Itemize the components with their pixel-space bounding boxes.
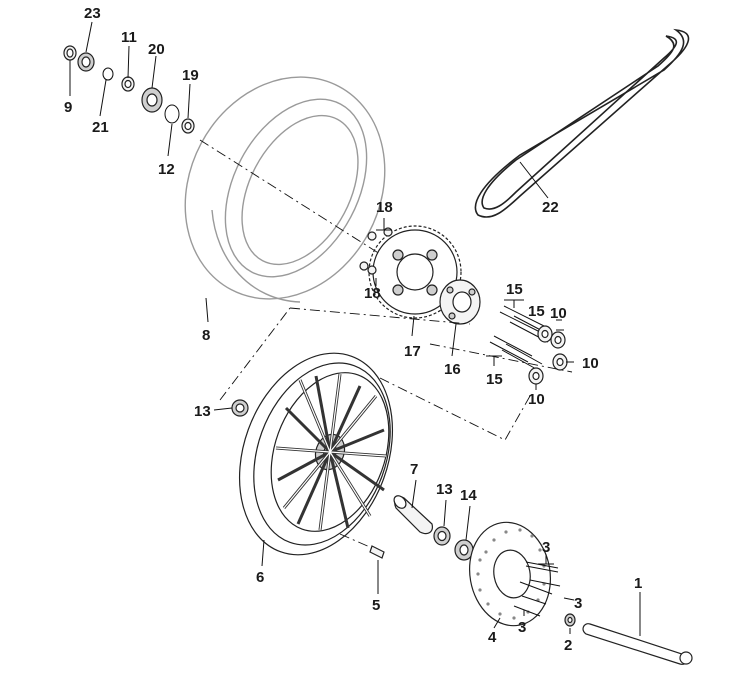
callout-9: 9 — [64, 99, 72, 116]
callout-1: 1 — [634, 575, 642, 592]
valve — [369, 545, 385, 559]
ring-12 — [164, 104, 180, 124]
sprocket — [368, 225, 462, 319]
callout-2: 2 — [564, 637, 572, 654]
drive-belt — [474, 28, 690, 218]
sprocket-bolts-18 — [359, 227, 393, 275]
callout-17: 17 — [404, 343, 421, 360]
collar-11 — [121, 76, 135, 92]
tire — [184, 76, 386, 303]
callout-3-top: 3 — [542, 539, 550, 556]
callout-8: 8 — [202, 327, 210, 344]
callout-15-right: 15 — [528, 303, 545, 320]
callout-21: 21 — [92, 119, 109, 136]
sprocket-hub — [439, 279, 481, 325]
callout-14: 14 — [460, 487, 477, 504]
callout-4: 4 — [488, 629, 497, 646]
assembly-frame — [219, 307, 573, 441]
circlip-21 — [102, 67, 114, 81]
callout-13-right: 13 — [436, 481, 453, 498]
callout-5: 5 — [372, 597, 380, 614]
brake-disc — [468, 521, 552, 627]
callout-20: 20 — [148, 41, 165, 58]
callout-18-bottom: 18 — [364, 285, 381, 302]
axle-centerline-top — [199, 139, 441, 293]
callout-19: 19 — [182, 67, 199, 84]
callout-15-top: 15 — [506, 281, 523, 298]
callout-22: 22 — [542, 199, 559, 216]
callout-18-top: 18 — [376, 199, 393, 216]
spacer-2 — [564, 613, 576, 627]
bearing-13-left — [231, 399, 249, 417]
callout-11: 11 — [121, 29, 137, 46]
callout-13-left: 13 — [194, 403, 211, 420]
callout-7: 7 — [410, 461, 418, 478]
valve-centerline — [339, 533, 373, 549]
callout-12: 12 — [158, 161, 175, 178]
disc-bolts-3 — [513, 561, 561, 617]
nut-19 — [181, 118, 195, 134]
callout-labels: 23 11 20 19 9 21 12 8 22 18 18 17 16 15 … — [64, 5, 642, 654]
callout-10-bottom: 10 — [528, 391, 545, 408]
callout-23: 23 — [84, 5, 101, 22]
callout-10-top: 10 — [550, 305, 567, 322]
callout-15-bottom: 15 — [486, 371, 503, 388]
seal-23 — [77, 52, 95, 72]
bearing-13-right — [433, 526, 451, 546]
callout-3-right: 3 — [574, 595, 582, 612]
callout-3-bottom: 3 — [518, 619, 526, 636]
leader-lines — [69, 21, 641, 636]
callout-6: 6 — [256, 569, 264, 586]
collar-7 — [393, 495, 433, 535]
seal-9 — [63, 45, 77, 61]
callout-10-right: 10 — [582, 355, 599, 372]
callout-16: 16 — [444, 361, 461, 378]
wheel-rim — [238, 352, 394, 556]
axle — [582, 623, 693, 665]
bearing-20 — [141, 87, 163, 113]
